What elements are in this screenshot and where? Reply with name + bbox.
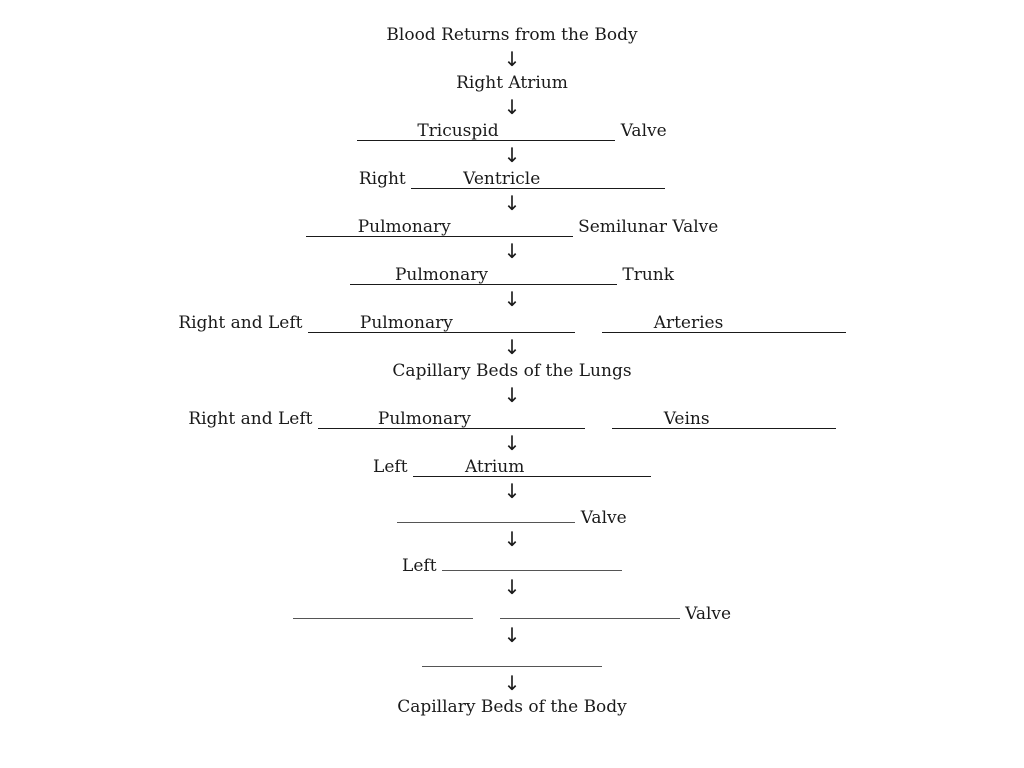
step-right-atrium: Right Atrium: [0, 71, 1024, 95]
step-tricuspid-valve: Tricuspid Valve: [0, 119, 1024, 143]
down-arrow-icon: ↓: [503, 527, 521, 551]
down-arrow-icon: ↓: [503, 575, 521, 599]
step-suffix: Valve: [685, 604, 732, 624]
fill-in-blank[interactable]: Arteries: [601, 314, 846, 333]
step-pulmonary-veins: Right and Left Pulmonary Veins: [0, 407, 1024, 431]
fill-in-blank[interactable]: Pulmonary: [305, 218, 573, 237]
down-arrow-icon: ↓: [503, 479, 521, 503]
step-left-ventricle: Left: [0, 551, 1024, 576]
fill-in-blank[interactable]: Atrium: [412, 458, 651, 477]
fill-in-blank[interactable]: Pulmonary: [349, 266, 617, 285]
down-arrow-icon: ↓: [503, 383, 521, 407]
fill-in-blank[interactable]: Ventricle: [411, 170, 666, 189]
fill-in-blank[interactable]: Veins: [611, 410, 836, 429]
step-suffix: Trunk: [622, 265, 675, 285]
step-capillary-beds-lungs: Capillary Beds of the Lungs: [0, 359, 1024, 383]
step-label: Blood Returns from the Body: [386, 25, 638, 45]
step-aortic-valve: Valve: [0, 599, 1024, 624]
step-label: Capillary Beds of the Lungs: [392, 361, 632, 381]
step-suffix: Semilunar Valve: [578, 217, 719, 237]
step-label: Right Atrium: [456, 73, 568, 93]
down-arrow-icon: ↓: [503, 143, 521, 167]
fill-in-blank[interactable]: [422, 647, 602, 667]
blood-flow-diagram: Blood Returns from the Body ↓ Right Atri…: [0, 23, 1024, 719]
step-right-ventricle: Right Ventricle: [0, 167, 1024, 191]
step-pulmonary-semilunar-valve: Pulmonary Semilunar Valve: [0, 215, 1024, 239]
step-pulmonary-trunk: Pulmonary Trunk: [0, 263, 1024, 287]
step-pulmonary-arteries: Right and Left Pulmonary Arteries: [0, 311, 1024, 335]
step-prefix: Right: [358, 169, 406, 189]
down-arrow-icon: ↓: [503, 623, 521, 647]
step-left-atrium: Left Atrium: [0, 455, 1024, 479]
fill-in-blank[interactable]: [499, 599, 680, 619]
fill-in-blank[interactable]: [441, 551, 622, 571]
step-prefix: Right and Left: [178, 313, 303, 333]
down-arrow-icon: ↓: [503, 335, 521, 359]
fill-in-blank[interactable]: Pulmonary: [317, 410, 585, 429]
step-label: Capillary Beds of the Body: [397, 697, 627, 717]
fill-in-blank[interactable]: [292, 599, 473, 619]
step-suffix: Valve: [580, 508, 627, 528]
down-arrow-icon: ↓: [503, 47, 521, 71]
step-blood-returns: Blood Returns from the Body: [0, 23, 1024, 47]
step-prefix: Left: [402, 556, 437, 576]
step-capillary-beds-body: Capillary Beds of the Body: [0, 695, 1024, 719]
down-arrow-icon: ↓: [503, 191, 521, 215]
step-left-valve: Valve: [0, 503, 1024, 528]
fill-in-blank[interactable]: Tricuspid: [357, 122, 616, 141]
fill-in-blank[interactable]: Pulmonary: [307, 314, 575, 333]
step-prefix: Right and Left: [188, 409, 313, 429]
step-aorta: [0, 647, 1024, 671]
down-arrow-icon: ↓: [503, 287, 521, 311]
step-suffix: Valve: [620, 121, 667, 141]
down-arrow-icon: ↓: [503, 671, 521, 695]
down-arrow-icon: ↓: [503, 95, 521, 119]
down-arrow-icon: ↓: [503, 239, 521, 263]
step-prefix: Left: [373, 457, 408, 477]
fill-in-blank[interactable]: [397, 503, 576, 523]
down-arrow-icon: ↓: [503, 431, 521, 455]
